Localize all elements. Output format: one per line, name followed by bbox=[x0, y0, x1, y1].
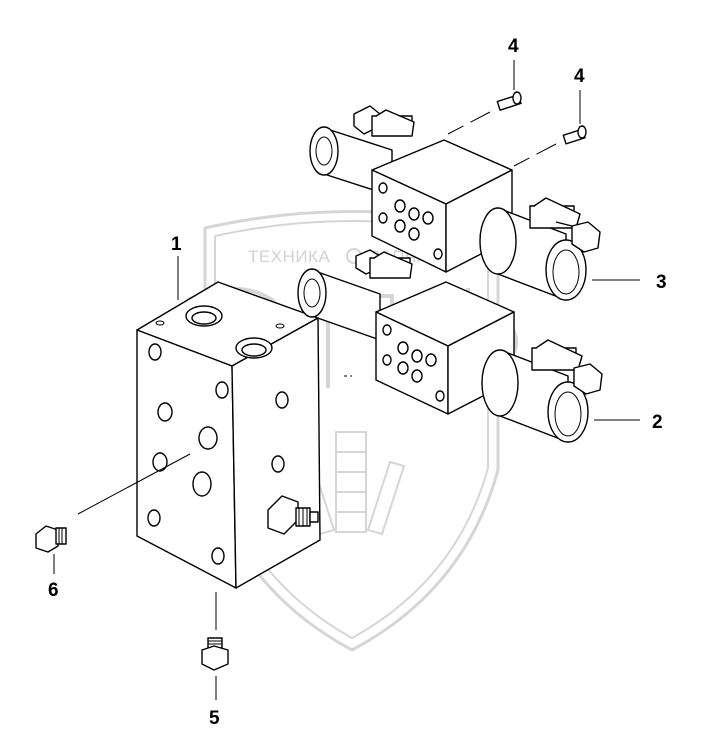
manifold-block bbox=[136, 281, 321, 589]
plug-left bbox=[35, 525, 67, 553]
callout-1: 1 bbox=[171, 234, 182, 255]
plug-bottom bbox=[201, 637, 229, 671]
screw-right bbox=[562, 125, 587, 145]
callouts: 1 2 3 4 4 5 6 bbox=[48, 36, 667, 729]
manifold-side-plug bbox=[267, 495, 319, 535]
callout-2: 2 bbox=[652, 412, 663, 433]
callout-4-left: 4 bbox=[508, 36, 519, 57]
callout-3: 3 bbox=[656, 272, 667, 293]
callout-4-right: 4 bbox=[574, 66, 585, 87]
watermark-text-left: ТЕХНИКА bbox=[248, 247, 330, 266]
callout-6: 6 bbox=[48, 580, 59, 601]
callout-5: 5 bbox=[209, 708, 220, 729]
solenoid-valve-lower bbox=[297, 249, 603, 443]
solenoid-valve-upper bbox=[309, 105, 601, 301]
screw-left bbox=[496, 91, 522, 111]
leader-lines bbox=[53, 60, 640, 700]
